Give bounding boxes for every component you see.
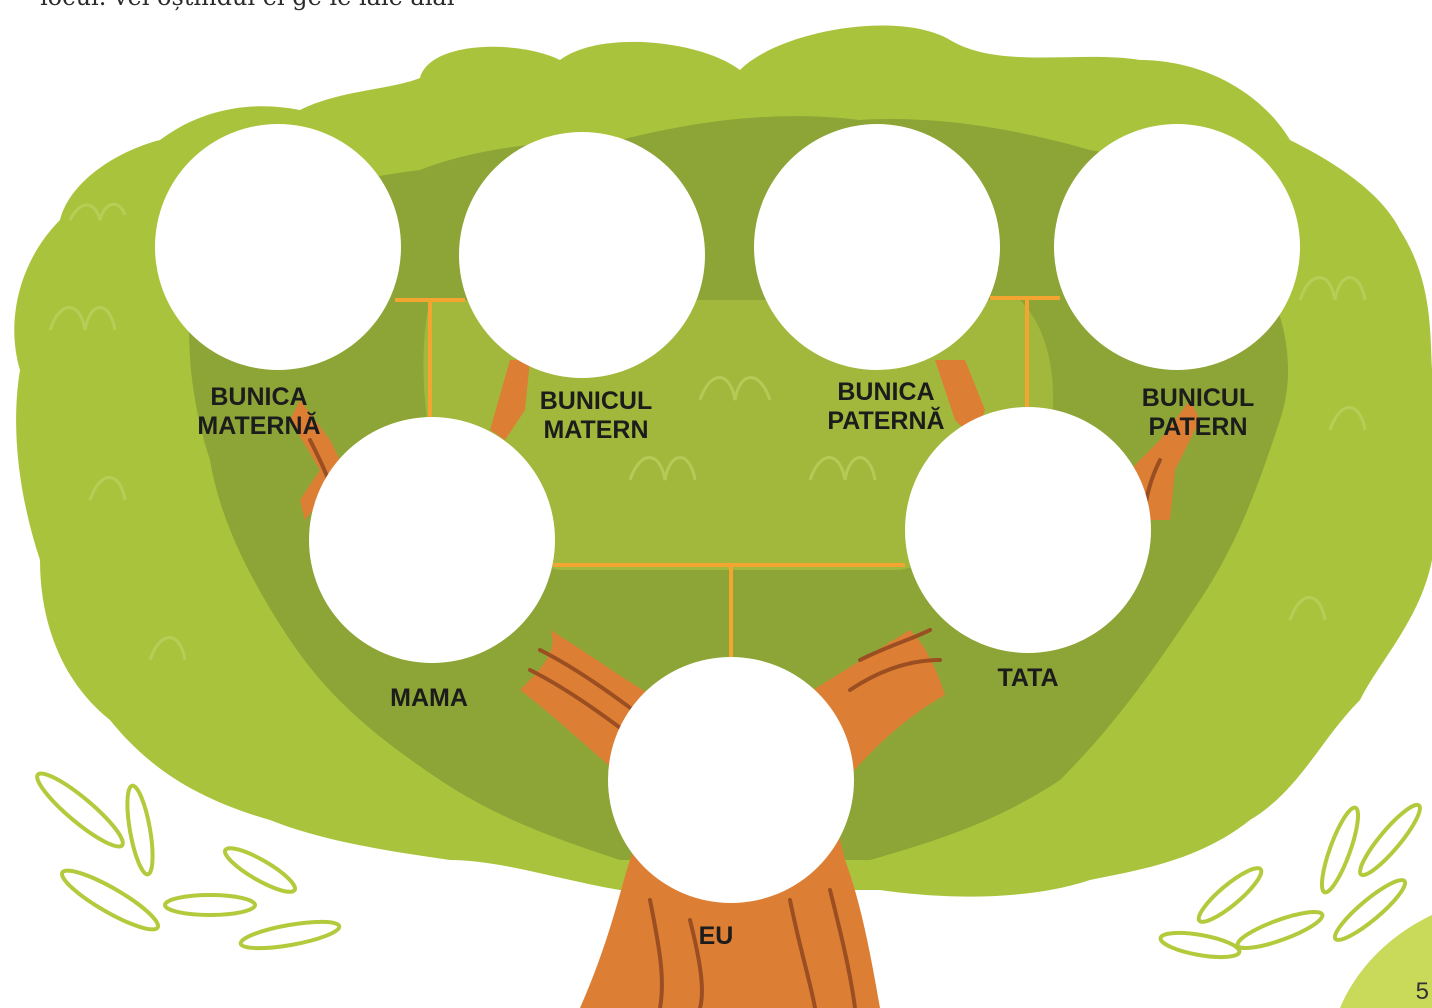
top-caption-fragment: ıocui. vei oștındui ei ge ıe ıaıe aıaı	[40, 0, 454, 11]
photo-frame-me	[608, 657, 854, 903]
label-mother: MAMA	[390, 684, 468, 713]
photo-frame-maternal-grandmother	[155, 124, 401, 370]
photo-frame-maternal-grandfather	[459, 132, 705, 378]
label-line: EU	[699, 922, 734, 951]
label-me: EU	[699, 922, 734, 951]
label-paternal-grandfather: BUNICUL PATERN	[1142, 384, 1255, 442]
page-number: 5	[1416, 978, 1429, 1006]
label-line: MAMA	[390, 684, 468, 713]
photo-frame-paternal-grandfather	[1054, 124, 1300, 370]
label-line: BUNICUL	[1142, 384, 1255, 413]
label-maternal-grandfather: BUNICUL MATERN	[540, 387, 653, 445]
label-line: BUNICUL	[540, 387, 653, 416]
label-line: PATERNĂ	[827, 407, 944, 436]
photo-frame-father	[905, 407, 1151, 653]
label-line: PATERN	[1142, 413, 1255, 442]
photo-frame-mother	[309, 417, 555, 663]
label-line: MATERNĂ	[197, 412, 320, 441]
label-maternal-grandmother: BUNICA MATERNĂ	[197, 383, 320, 441]
label-line: MATERN	[540, 416, 653, 445]
label-paternal-grandmother: BUNICA PATERNĂ	[827, 378, 944, 436]
label-line: BUNICA	[197, 383, 320, 412]
label-line: TATA	[997, 664, 1058, 693]
photo-frame-paternal-grandmother	[754, 124, 1000, 370]
label-line: BUNICA	[827, 378, 944, 407]
label-father: TATA	[997, 664, 1058, 693]
